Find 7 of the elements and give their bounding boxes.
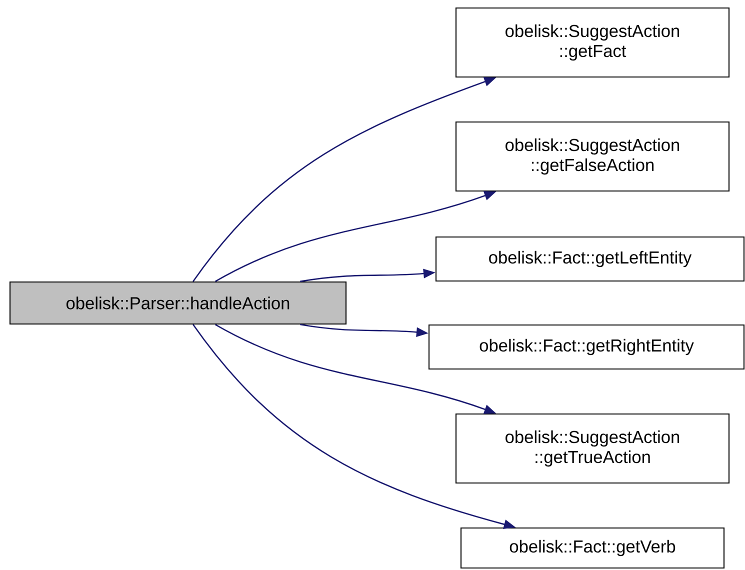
function-box: obelisk::SuggestAction ::getFact <box>455 7 730 78</box>
function-box: obelisk::Fact::getRightEntity <box>428 324 745 370</box>
function-box: obelisk::Fact::getLeftEntity <box>435 236 745 282</box>
caller-box: obelisk::Parser::handleAction <box>9 281 347 325</box>
function-box: obelisk::SuggestAction ::getFalseAction <box>455 121 730 192</box>
function-box: obelisk::SuggestAction ::getTrueAction <box>455 413 730 484</box>
function-box: obelisk::Fact::getVerb <box>460 527 725 569</box>
